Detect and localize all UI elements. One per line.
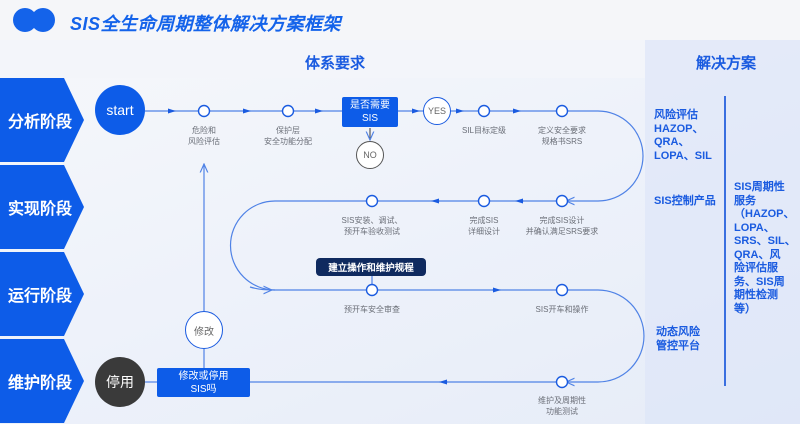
solutions-panel: [645, 40, 800, 424]
decision-modify-or-stop[interactable]: 修改或停用 SIS吗: [157, 368, 250, 397]
node-label: 危险和风险评估: [188, 126, 220, 146]
decision-need-sis[interactable]: 是否需要 SIS: [342, 97, 398, 127]
flow-node: [555, 194, 569, 208]
stage-label: 分析阶段: [8, 114, 73, 131]
node-label: SIS开车和操作: [535, 305, 589, 314]
page-title: SIS全生命周期整体解决方案框架: [70, 14, 342, 34]
flow-node: [477, 194, 491, 208]
node-label: 完成SIS设计并确认满足SRS要求: [525, 216, 599, 236]
flow-node: [197, 104, 211, 118]
procedure-box[interactable]: 建立操作和维护规程: [316, 258, 426, 276]
stage-operation[interactable]: 运行阶段: [0, 252, 84, 336]
stop-node[interactable]: 停用: [95, 357, 145, 407]
section-title-requirements: 体系要求: [305, 55, 366, 72]
yes-node[interactable]: YES: [423, 97, 451, 125]
flow-node: [365, 194, 379, 208]
node-label: 维护及周期性功能测试: [538, 396, 586, 416]
node-label: 预开车安全审查: [344, 305, 400, 314]
decision-label: SIS: [361, 113, 379, 124]
node-label: 保护层安全功能分配: [264, 126, 312, 146]
node-label: 定义安全要求规格书SRS: [538, 126, 586, 146]
flow-node: [477, 104, 491, 118]
flow-node: [555, 104, 569, 118]
solution-periodic-service[interactable]: SIS周期性服务（HAZOP、LOPA、SRS、SIL、QRA、风险评估服务、S…: [734, 181, 796, 315]
no-node[interactable]: NO: [356, 141, 384, 169]
flow-node: [365, 283, 379, 297]
stage-label: 维护阶段: [8, 375, 73, 392]
double-circle-logo-icon: [13, 8, 55, 32]
stage-analysis[interactable]: 分析阶段: [0, 78, 84, 162]
flow-node: [555, 375, 569, 389]
flow-node: [555, 283, 569, 297]
decision-label: 是否需要: [350, 100, 390, 111]
start-node[interactable]: start: [95, 85, 145, 135]
stage-implementation[interactable]: 实现阶段: [0, 165, 84, 249]
decision-label: 修改或停用: [178, 370, 229, 382]
section-title-solutions: 解决方案: [696, 55, 757, 72]
node-label: SIL目标定级: [461, 126, 507, 135]
solution-sis-product[interactable]: SIS控制产品: [654, 195, 716, 207]
flow-node: [281, 104, 295, 118]
stage-label: 运行阶段: [8, 288, 73, 305]
stage-label: 实现阶段: [8, 201, 73, 218]
decision-label: SIS吗: [190, 383, 217, 395]
solution-platform[interactable]: 动态风险管控平台: [656, 326, 700, 352]
solution-divider: [724, 96, 726, 386]
header: SIS全生命周期整体解决方案框架: [0, 0, 800, 40]
node-label: SIS安装、调试、预开车验收测试: [341, 216, 403, 236]
stage-maintenance[interactable]: 维护阶段: [0, 339, 84, 423]
requirements-band: [0, 40, 645, 78]
modify-node[interactable]: 修改: [185, 311, 223, 349]
